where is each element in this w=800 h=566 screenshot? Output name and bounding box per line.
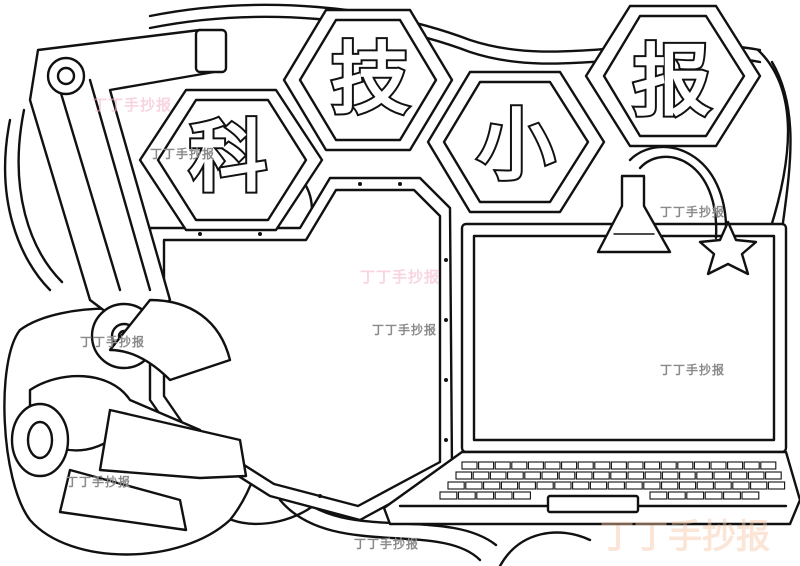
- title-char-1: 科: [189, 113, 267, 203]
- keyboard-key: [572, 481, 590, 490]
- left-content-frame: [148, 176, 454, 522]
- star-icon: [698, 220, 758, 276]
- watermark: 丁丁手抄报: [150, 146, 215, 161]
- title-char-2: 技: [331, 35, 409, 125]
- keyboard-key: [461, 461, 478, 470]
- keyboard-key: [750, 481, 768, 490]
- keyboard-key: [649, 491, 668, 500]
- keyboard-key: [627, 461, 644, 470]
- keyboard-key: [541, 471, 559, 480]
- keyboard-key: [478, 461, 495, 470]
- watermark: 丁丁手抄报: [660, 204, 725, 219]
- title-group: 科 技 小 报: [187, 33, 713, 205]
- keyboard-key: [686, 491, 705, 500]
- keyboard-key: [627, 471, 645, 480]
- keyboard-key: [644, 471, 662, 480]
- keyboard-key: [723, 491, 741, 500]
- keyboard-key: [610, 471, 627, 480]
- keyboard-key: [727, 461, 744, 470]
- keyboard-key: [457, 491, 476, 500]
- keyboard-key: [610, 461, 627, 470]
- keyboard-key: [693, 461, 710, 470]
- keyboard-key: [577, 461, 594, 470]
- keyboard-key: [518, 481, 536, 490]
- watermark: 丁丁手抄报: [660, 362, 725, 377]
- robot-arm-icon: [10, 28, 248, 532]
- keyboard-key: [660, 461, 677, 470]
- keyboard-key: [500, 481, 519, 490]
- keyboard-key: [511, 461, 528, 470]
- keyboard-key: [455, 471, 473, 480]
- keyboard-key: [661, 481, 679, 490]
- keyboard-key: [696, 481, 714, 490]
- keyboard-key: [710, 461, 727, 470]
- hex-2: [282, 8, 454, 152]
- keyboard-key: [527, 461, 544, 470]
- watermark: 丁丁手抄报: [600, 517, 770, 557]
- keyboard-key: [544, 461, 561, 470]
- keyboard-key: [554, 481, 572, 490]
- keyboard-key: [643, 481, 661, 490]
- hex-3: [426, 70, 606, 214]
- watermark: 丁丁手抄报: [80, 334, 145, 349]
- keyboard-key: [679, 471, 696, 480]
- keyboard-key: [575, 471, 593, 480]
- keyboard-key: [760, 461, 777, 470]
- keyboard-key: [667, 491, 686, 500]
- keyboard-key: [732, 481, 750, 490]
- keyboard-key: [765, 471, 782, 480]
- hex-4: [584, 4, 762, 148]
- keyboard-key: [704, 491, 723, 500]
- title-char-4: 报: [633, 37, 711, 127]
- keyboard-key: [714, 481, 732, 490]
- keyboard-key: [713, 471, 731, 480]
- watermark: 丁丁手抄报: [354, 536, 419, 551]
- touchpad-icon: [546, 494, 640, 514]
- keyboard-key: [494, 491, 513, 500]
- watermark-group: 丁丁手抄报 丁丁手抄报 丁丁手抄报 丁丁手抄报 丁丁手抄报 丁丁手抄报 丁丁手抄…: [66, 96, 770, 557]
- keyboard-key: [524, 471, 541, 480]
- title-char-3: 小: [477, 101, 555, 191]
- keyboard-key: [677, 461, 694, 470]
- keyboard-key: [594, 461, 611, 470]
- keyboard-key: [747, 471, 765, 480]
- hexagon-frame-icon: [138, 4, 762, 232]
- keyboard-key: [558, 471, 576, 480]
- keyboard-key: [593, 471, 610, 480]
- laptop-icon: [382, 222, 800, 526]
- keyboard-key: [489, 471, 507, 480]
- keyboard-key: [625, 481, 643, 490]
- keyboard-key: [465, 481, 483, 490]
- keyboard-key: [476, 491, 495, 500]
- keyboard-key: [678, 481, 697, 490]
- keyboard-key: [644, 461, 661, 470]
- watermark: 丁丁手抄报: [372, 322, 437, 337]
- keyboard-key: [696, 471, 713, 480]
- keyboard-key: [513, 491, 531, 500]
- keyboard-key: [536, 481, 554, 490]
- keyboard-key: [741, 491, 760, 500]
- keyboard-key: [661, 471, 679, 480]
- keyboard-key: [743, 461, 760, 470]
- keyboard-key: [589, 481, 608, 490]
- keyboard-key: [439, 491, 458, 500]
- keyboard-key: [607, 481, 625, 490]
- keyboard-key: [730, 471, 748, 480]
- hex-1: [138, 88, 324, 232]
- keyboard-key: [561, 461, 578, 470]
- keyboard-key: [472, 471, 490, 480]
- keyboard-key: [767, 481, 786, 490]
- frame-rivets: [198, 182, 448, 498]
- watermark: 丁丁手抄报: [360, 268, 440, 286]
- keyboard-key: [483, 481, 501, 490]
- watermark: 丁丁手抄报: [92, 96, 172, 114]
- watermark: 丁丁手抄报: [66, 474, 131, 489]
- keyboard-icon: [439, 461, 786, 500]
- keyboard-key: [447, 481, 465, 490]
- keyboard-key: [507, 471, 524, 480]
- keyboard-key: [494, 461, 511, 470]
- flask-icon: [596, 145, 728, 254]
